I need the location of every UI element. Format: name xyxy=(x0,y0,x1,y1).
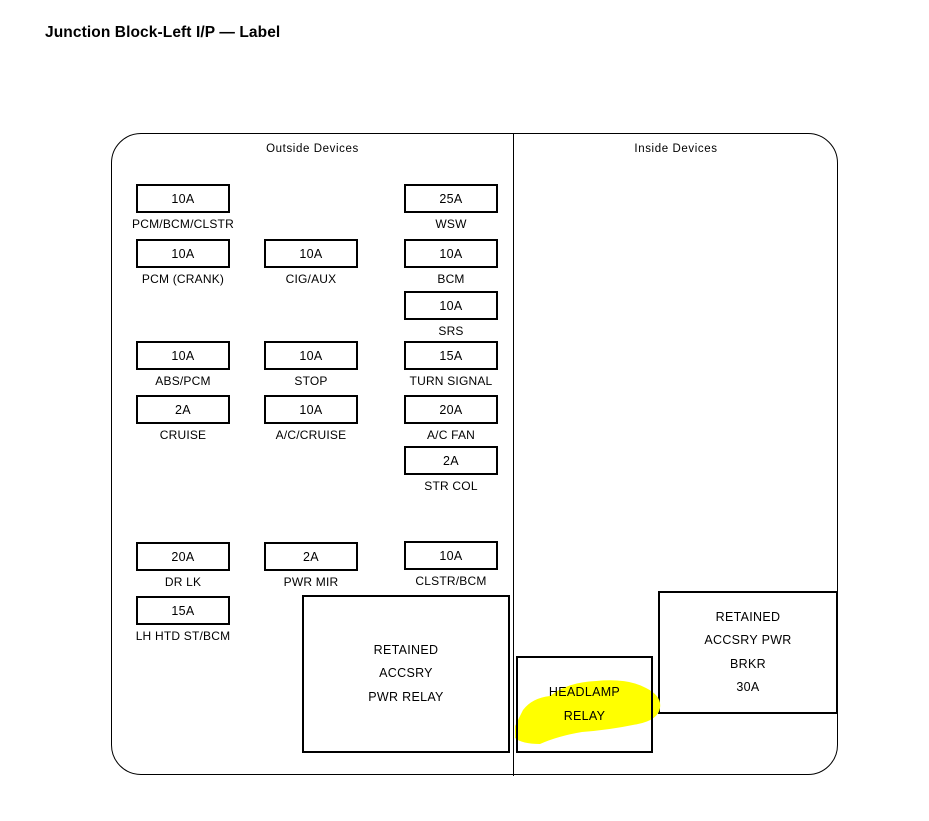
fuse-rating: 20A xyxy=(136,542,230,571)
relay-line-3: PWR RELAY xyxy=(368,689,444,704)
section-heading-outside-devices: Outside Devices xyxy=(266,143,359,155)
fuse-rating: 10A xyxy=(136,184,230,213)
fuse-srs[interactable]: 10A SRS xyxy=(404,291,498,337)
fuse-label: BCM xyxy=(437,272,465,286)
fuse-turn-signal[interactable]: 15A TURN SIGNAL xyxy=(404,341,498,387)
fuse-lh-htd-st-bcm[interactable]: 15A LH HTD ST/BCM xyxy=(136,596,230,642)
fuse-label: STR COL xyxy=(424,479,478,493)
breaker-line-2: ACCSRY PWR xyxy=(704,633,792,648)
section-divider xyxy=(513,134,514,776)
fuse-rating: 10A xyxy=(136,239,230,268)
relay-line-2: ACCSRY xyxy=(379,666,433,681)
fuse-label: PCM (CRANK) xyxy=(141,272,225,286)
breaker-line-4: 30A xyxy=(736,679,760,694)
relay-headlamp-relay[interactable]: HEADLAMP RELAY xyxy=(516,656,653,753)
fuse-abs-pcm[interactable]: 10A ABS/PCM xyxy=(136,341,230,387)
fuse-clstr-bcm[interactable]: 10A CLSTR/BCM xyxy=(404,541,498,587)
fuse-label: CRUISE xyxy=(159,428,207,442)
relay-line-1: HEADLAMP xyxy=(548,685,621,700)
fuse-rating: 25A xyxy=(404,184,498,213)
fuse-stop[interactable]: 10A STOP xyxy=(264,341,358,387)
fuse-label: DR LK xyxy=(164,575,202,589)
relay-line-1: RETAINED xyxy=(373,643,439,658)
fuse-ac-fan[interactable]: 20A A/C FAN xyxy=(404,395,498,441)
fuse-label: PWR MIR xyxy=(283,575,339,589)
fuse-rating: 10A xyxy=(404,291,498,320)
fuse-label: PCM/BCM/CLSTR xyxy=(132,217,234,231)
fuse-cruise[interactable]: 2A CRUISE xyxy=(136,395,230,441)
junction-block-diagram: Outside Devices Inside Devices 10A PCM/B… xyxy=(111,133,838,776)
fuse-label: CLSTR/BCM xyxy=(415,574,487,588)
fuse-wsw[interactable]: 25A WSW xyxy=(404,184,498,230)
fuse-rating: 2A xyxy=(404,446,498,475)
relay-retained-accsry-pwr-relay[interactable]: RETAINED ACCSRY PWR RELAY xyxy=(302,595,510,753)
fuse-pcm-bcm-clstr[interactable]: 10A PCM/BCM/CLSTR xyxy=(132,184,234,230)
fuse-pwr-mir[interactable]: 2A PWR MIR xyxy=(264,542,358,588)
fuse-rating: 10A xyxy=(404,541,498,570)
fuse-rating: 10A xyxy=(264,239,358,268)
fuse-rating: 10A xyxy=(264,395,358,424)
breaker-line-3: BRKR xyxy=(730,656,766,671)
relay-line-2: RELAY xyxy=(563,708,606,723)
fuse-str-col[interactable]: 2A STR COL xyxy=(404,446,498,492)
section-heading-inside-devices: Inside Devices xyxy=(634,143,718,155)
fuse-label: TURN SIGNAL xyxy=(409,374,493,388)
fuse-label: WSW xyxy=(435,217,467,231)
fuse-cig-aux[interactable]: 10A CIG/AUX xyxy=(264,239,358,285)
fuse-pcm-crank[interactable]: 10A PCM (CRANK) xyxy=(136,239,230,285)
fuse-rating: 10A xyxy=(264,341,358,370)
fuse-label: ABS/PCM xyxy=(155,374,211,388)
fuse-label: CIG/AUX xyxy=(285,272,337,286)
fuse-label: A/C/CRUISE xyxy=(275,428,347,442)
fuse-label: A/C FAN xyxy=(426,428,476,442)
breaker-retained-accsry-pwr-brkr[interactable]: RETAINED ACCSRY PWR BRKR 30A xyxy=(658,591,838,714)
page-title: Junction Block-Left I/P — Label xyxy=(45,24,281,41)
breaker-line-1: RETAINED xyxy=(715,610,781,625)
fuse-rating: 20A xyxy=(404,395,498,424)
fuse-label: STOP xyxy=(294,374,328,388)
fuse-dr-lk[interactable]: 20A DR LK xyxy=(136,542,230,588)
fuse-rating: 10A xyxy=(404,239,498,268)
fuse-rating: 15A xyxy=(136,596,230,625)
fuse-bcm[interactable]: 10A BCM xyxy=(404,239,498,285)
fuse-ac-cruise[interactable]: 10A A/C/CRUISE xyxy=(264,395,358,441)
fuse-label: SRS xyxy=(438,324,464,338)
fuse-rating: 2A xyxy=(264,542,358,571)
fuse-rating: 10A xyxy=(136,341,230,370)
fuse-rating: 2A xyxy=(136,395,230,424)
fuse-rating: 15A xyxy=(404,341,498,370)
fuse-label: LH HTD ST/BCM xyxy=(135,629,231,643)
